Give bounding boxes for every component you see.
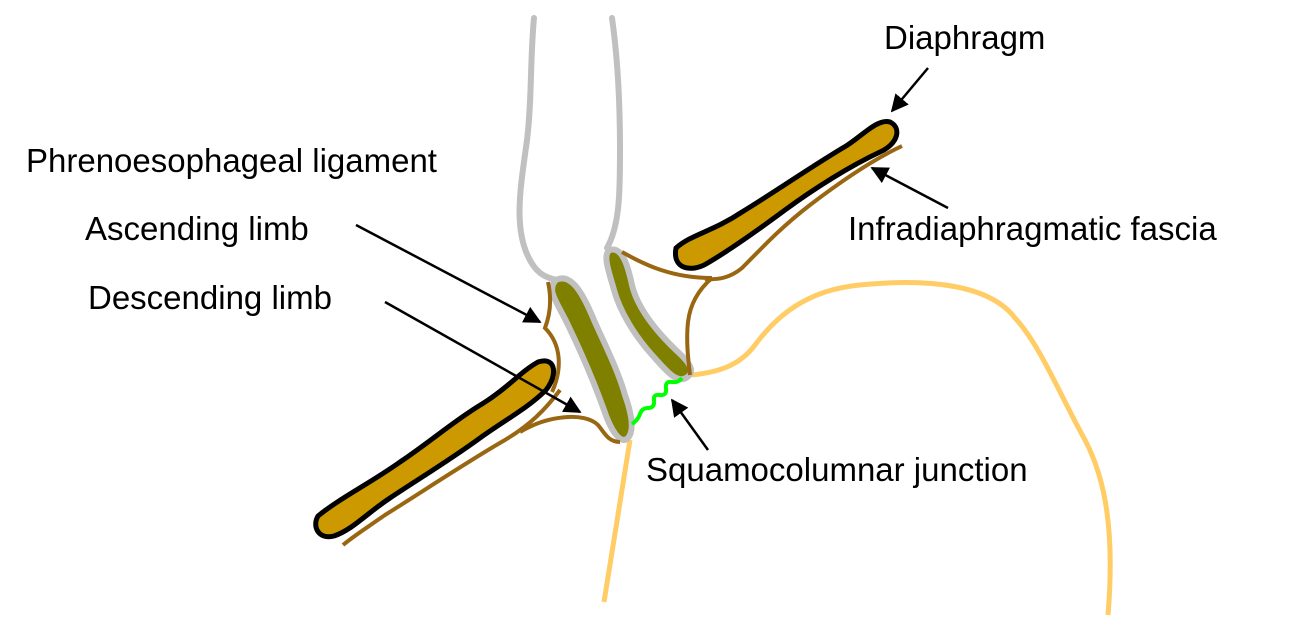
diaphragm-right-crus (673, 118, 900, 271)
esophagus-left-wall (516, 15, 566, 285)
stomach-left-wall (601, 439, 633, 603)
esophagus-right-wall (604, 15, 624, 251)
infradiaphragmatic-fascia-left (341, 388, 562, 547)
label-descending-limb: Descending limb (88, 279, 332, 316)
diaphragm-left-crus (313, 358, 556, 540)
ascending-limb-arrow (355, 223, 542, 324)
ligament-right-upper (621, 250, 713, 280)
esophageal-muscle-right (603, 246, 695, 383)
esophageal-muscle-left (549, 275, 635, 443)
label-phrenoesophageal-ligament: Phrenoesophageal ligament (26, 142, 437, 179)
descending-limb-arrow (384, 300, 582, 414)
label-ascending-limb: Ascending limb (85, 210, 309, 247)
infradiaphragmatic-fascia-arrow (870, 166, 949, 210)
label-infradiaphragmatic-fascia: Infradiaphragmatic fascia (848, 210, 1217, 247)
infradiaphragmatic-fascia-right (704, 144, 903, 282)
ligament-descending-limb (518, 414, 621, 444)
squamocolumnar-junction-arrow (670, 398, 710, 451)
diaphragm-arrow (890, 67, 929, 113)
ligament-right-lower (685, 276, 714, 376)
label-squamocolumnar-junction: Squamocolumnar junction (646, 451, 1028, 488)
squamocolumnar-junction-line (630, 376, 684, 426)
stomach-right-wall (691, 280, 1113, 616)
label-diaphragm: Diaphragm (884, 19, 1045, 56)
ligament-ascending-limb (542, 281, 561, 393)
